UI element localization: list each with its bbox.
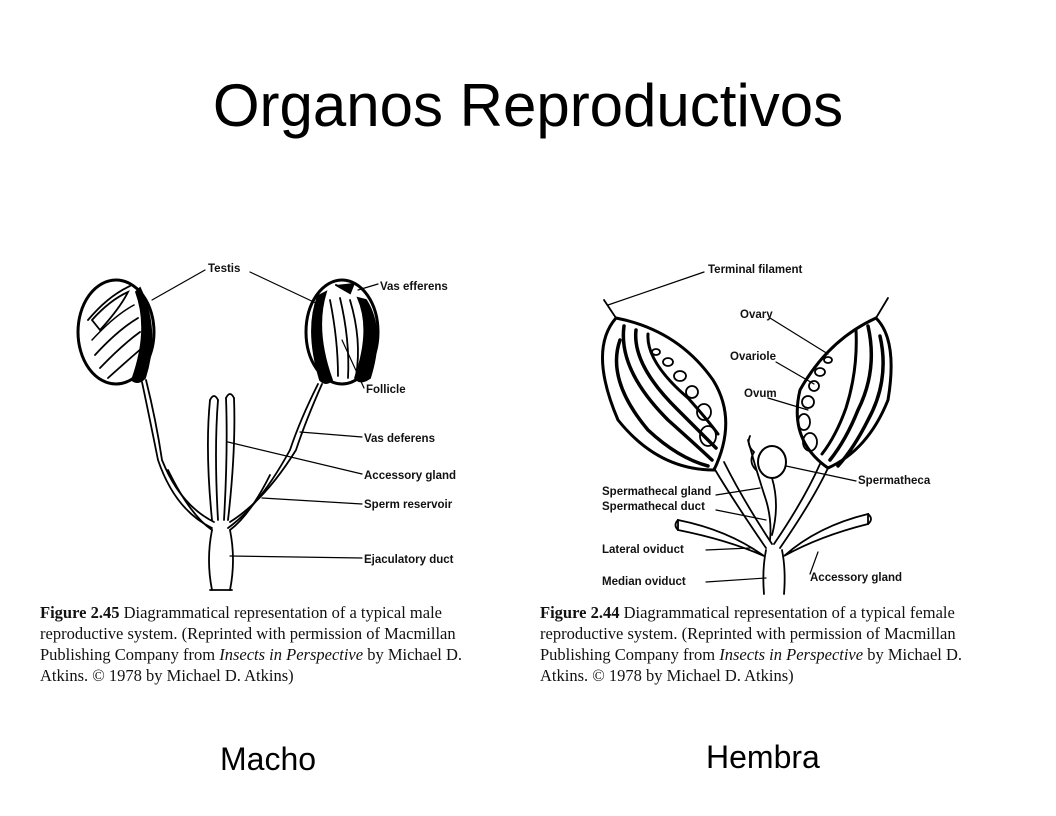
- female-figure-number: Figure 2.44: [540, 603, 620, 622]
- label-testis: Testis: [208, 263, 240, 275]
- female-caption-book: Insects in Perspective: [719, 645, 864, 664]
- female-caption-text-2: by Michael D. Atkins. © 1978 by Michael …: [540, 645, 963, 685]
- label-follicle: Follicle: [366, 384, 406, 396]
- left-testis-shape: [76, 278, 156, 386]
- female-reproductive-diagram: Terminal filament Ovary Ovariole Ovum Sp…: [601, 264, 931, 595]
- male-caption-text-2: by Michael D. Atkins. © 1978 by Michael …: [40, 645, 463, 685]
- label-median-oviduct: Median oviduct: [602, 576, 686, 588]
- slide-title: Organos Reproductivos: [212, 72, 844, 139]
- female-figure-caption: Figure 2.44 Diagrammatical representatio…: [540, 602, 988, 686]
- label-terminal-filament: Terminal filament: [708, 264, 803, 276]
- label-ovariole: Ovariole: [730, 351, 776, 363]
- left-ovary-shape: [601, 316, 728, 472]
- label-accessory-gland-male: Accessory gland: [364, 470, 456, 482]
- male-reproductive-diagram: Testis Vas efferens Follicle Vas deferen…: [76, 263, 456, 591]
- male-figure-caption: Figure 2.45 Diagrammatical representatio…: [40, 602, 510, 686]
- female-caption-text-1: Diagrammatical representation of a typic…: [540, 603, 956, 664]
- label-vas-efferens: Vas efferens: [380, 281, 448, 293]
- label-ovum: Ovum: [744, 388, 777, 400]
- label-ovary: Ovary: [740, 309, 773, 321]
- label-spermathecal-duct: Spermathecal duct: [602, 501, 705, 513]
- label-spermatheca: Spermatheca: [858, 475, 931, 487]
- label-accessory-gland-female: Accessory gland: [810, 572, 902, 584]
- female-label: Hembra: [706, 739, 820, 775]
- male-caption-book: Insects in Perspective: [219, 645, 364, 664]
- right-ovary-shape: [795, 316, 893, 470]
- male-label: Macho: [220, 741, 317, 777]
- label-vas-deferens: Vas deferens: [364, 433, 435, 445]
- label-ejaculatory-duct: Ejaculatory duct: [364, 554, 454, 566]
- label-lateral-oviduct: Lateral oviduct: [602, 544, 684, 556]
- male-figure-number: Figure 2.45: [40, 603, 120, 622]
- label-sperm-reservoir: Sperm reservoir: [364, 499, 453, 511]
- right-testis-shape: [304, 278, 380, 386]
- label-spermathecal-gland: Spermathecal gland: [602, 486, 711, 498]
- male-caption-text-1: Diagrammatical representation of a typic…: [40, 603, 456, 664]
